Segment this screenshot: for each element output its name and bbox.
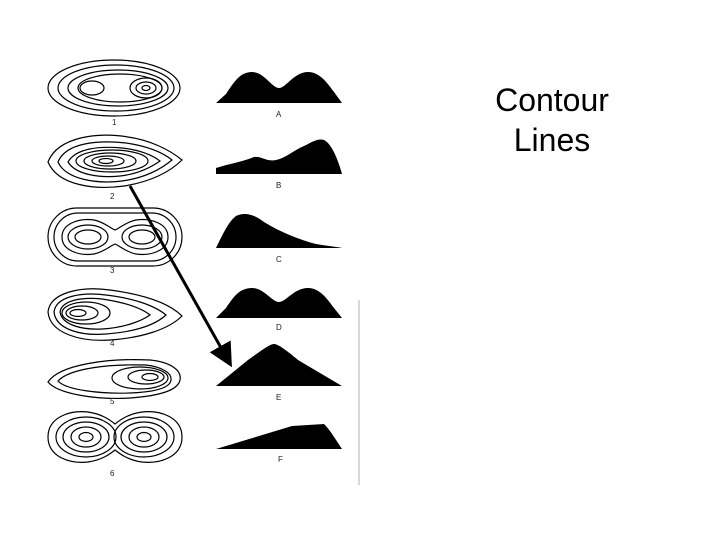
- profile-label-c: C: [276, 255, 282, 264]
- slide-title: Contour Lines: [452, 80, 652, 160]
- profile-c: [216, 214, 342, 248]
- profile-b: [216, 139, 342, 174]
- profile-f: [216, 424, 342, 449]
- title-line-1: Contour: [495, 82, 609, 118]
- contour-map-2: [47, 134, 183, 188]
- title-line-2: Lines: [513, 122, 591, 158]
- contour-label-3: 3: [110, 266, 115, 275]
- match-arrow: [128, 185, 232, 368]
- contour-label-2: 2: [110, 192, 115, 201]
- contour-map-3: [47, 207, 183, 267]
- contour-label-1: 1: [112, 118, 117, 127]
- profile-a: [216, 72, 342, 103]
- contour-label-5: 5: [110, 397, 115, 406]
- profile-label-b: B: [276, 181, 281, 190]
- contour-map-1: [47, 59, 181, 117]
- contour-label-6: 6: [110, 469, 115, 478]
- contour-map-5: [47, 359, 181, 399]
- contour-label-4: 4: [110, 339, 115, 348]
- contour-map-4: [47, 288, 183, 341]
- profile-label-d: D: [276, 323, 282, 332]
- profile-label-e: E: [276, 393, 281, 402]
- profile-label-a: A: [276, 110, 282, 119]
- profile-e: [216, 344, 342, 386]
- contour-map-6: [47, 411, 183, 463]
- profile-label-f: F: [278, 455, 283, 464]
- profile-d: [216, 288, 342, 318]
